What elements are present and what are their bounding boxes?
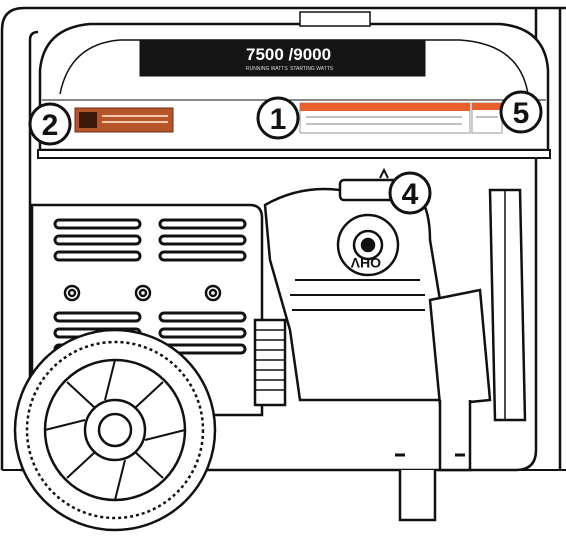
svg-text:4: 4 — [402, 178, 419, 211]
wheel — [13, 328, 217, 532]
svg-text:1: 1 — [270, 103, 287, 136]
callout-2: 2 — [28, 102, 72, 146]
warning-label-5 — [471, 102, 503, 134]
svg-text:2: 2 — [42, 109, 59, 142]
svg-text:5: 5 — [513, 97, 530, 130]
tank-sub-left: RUNNING WATTS — [246, 66, 288, 72]
callout-4: 4 — [388, 171, 432, 215]
callout-1: 1 — [256, 96, 300, 140]
tank-model-number: 7500 /9000 — [246, 45, 331, 64]
panel-screws — [63, 284, 222, 302]
warning-label-1 — [299, 102, 471, 134]
engine-brand-mark: OHV — [350, 255, 381, 271]
tank-sub-right: STARTING WATTS — [290, 66, 334, 72]
callout-5: 5 — [499, 90, 543, 134]
fuel-tank: 7500 /9000 RUNNING WATTS STARTING WATTS — [37, 11, 551, 159]
warning-label-2 — [74, 107, 174, 133]
engine: OHV — [253, 167, 527, 522]
tank-label-panel — [139, 39, 426, 77]
